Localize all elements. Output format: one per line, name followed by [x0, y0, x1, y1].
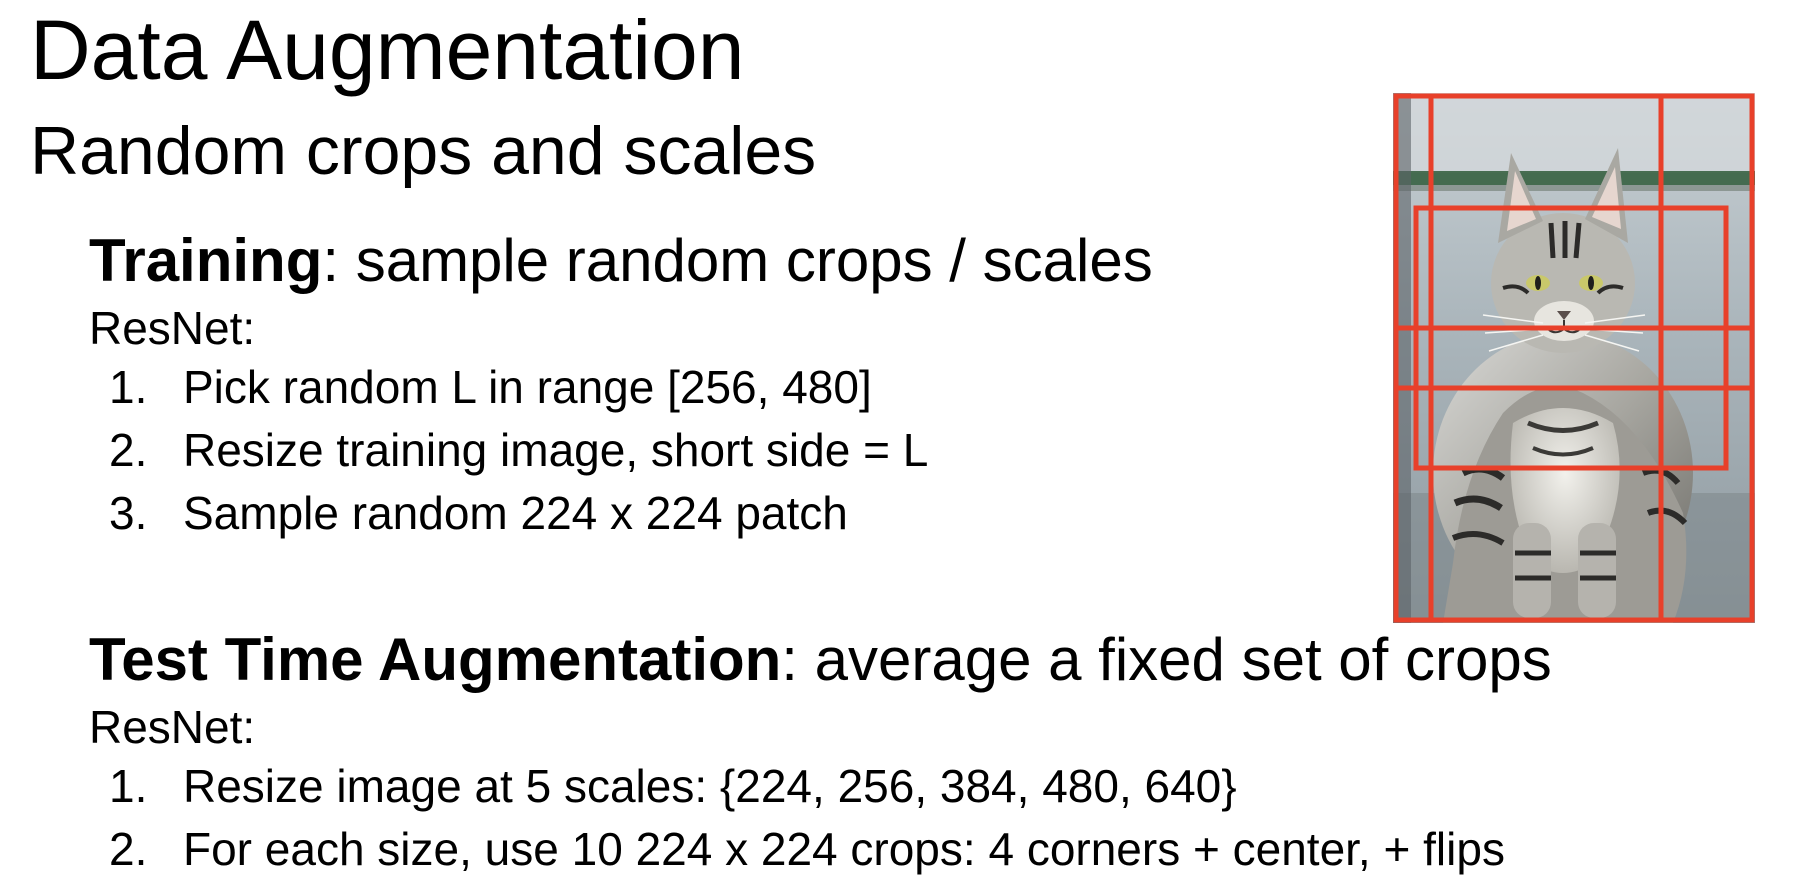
step-text: Resize training image, short side = L	[183, 424, 929, 476]
step-number: 1.	[109, 361, 148, 413]
tta-heading: Test Time Augmentation: average a fixed …	[89, 625, 1552, 695]
step-number: 2.	[109, 424, 148, 476]
slide-title: Data Augmentation	[30, 3, 745, 97]
training-heading-rest: : sample random crops / scales	[322, 227, 1153, 294]
cat-image	[1393, 93, 1755, 623]
tta-section: Test Time Augmentation: average a fixed …	[89, 625, 1552, 881]
step-text: Resize image at 5 scales: {224, 256, 384…	[183, 760, 1237, 812]
step-text: Sample random 224 x 224 patch	[183, 487, 848, 539]
crop-boxes	[1393, 93, 1755, 623]
training-section: Training: sample random crops / scales R…	[89, 226, 1153, 545]
training-steps-list: 1. Pick random L in range [256, 480] 2. Re…	[89, 356, 1153, 545]
step-number: 2.	[109, 823, 148, 875]
tta-heading-rest: : average a fixed set of crops	[781, 626, 1552, 693]
list-item: 2. For each size, use 10 224 x 224 crops:…	[89, 818, 1552, 881]
step-number: 1.	[109, 760, 148, 812]
list-item: 1. Pick random L in range [256, 480]	[89, 356, 1153, 419]
list-item: 3. Sample random 224 x 224 patch	[89, 482, 1153, 545]
crop-box	[1393, 325, 1755, 391]
tta-net-label: ResNet:	[89, 701, 256, 753]
training-net-label: ResNet:	[89, 302, 256, 354]
list-item: 1. Resize image at 5 scales: {224, 256, 3…	[89, 755, 1552, 818]
cat-illustration	[1393, 93, 1755, 623]
list-item: 2. Resize training image, short side = L	[89, 419, 1153, 482]
crop-box	[1413, 205, 1729, 471]
tta-steps-list: 1. Resize image at 5 scales: {224, 256, 3…	[89, 755, 1552, 881]
tta-heading-bold: Test Time Augmentation	[89, 626, 782, 693]
cat-shape	[1433, 148, 1693, 623]
step-text: Pick random L in range [256, 480]	[183, 361, 872, 413]
slide-subtitle: Random crops and scales	[30, 113, 817, 189]
training-heading-bold: Training	[89, 227, 323, 294]
training-heading: Training: sample random crops / scales	[89, 226, 1153, 296]
step-number: 3.	[109, 487, 148, 539]
crop-box	[1428, 93, 1664, 623]
step-text: For each size, use 10 224 x 224 crops: 4…	[183, 823, 1505, 875]
